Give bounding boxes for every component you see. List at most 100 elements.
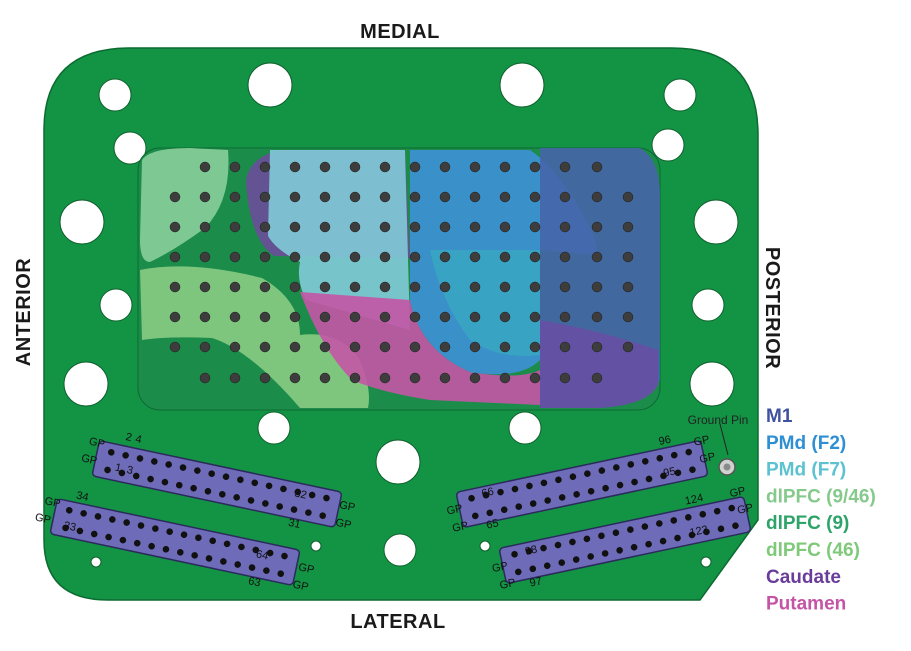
connector-pin xyxy=(132,472,140,480)
electrode-site xyxy=(469,221,481,233)
electrode-site xyxy=(259,311,271,323)
mounting-hole xyxy=(59,199,105,245)
electrode-site xyxy=(439,372,451,384)
connector-label: 31 xyxy=(287,517,301,531)
connector-pin xyxy=(689,466,696,474)
electrode-site xyxy=(439,221,451,233)
connector-pin xyxy=(598,532,605,540)
electrode-site xyxy=(349,341,361,353)
electrode-site xyxy=(229,161,241,173)
connector-pin xyxy=(208,470,215,477)
connector-label: 34 xyxy=(75,490,89,504)
electrode-site xyxy=(469,311,481,323)
electrode-site xyxy=(259,221,271,233)
connector-pin xyxy=(220,558,227,565)
region-dlpfc-46 xyxy=(140,266,369,408)
connector-pin xyxy=(587,487,595,495)
electrode-site xyxy=(499,221,511,233)
connector-label: GP xyxy=(334,517,352,532)
electrode-site xyxy=(289,251,301,263)
connector-label: GP xyxy=(34,512,52,527)
connector-pin xyxy=(262,500,269,507)
electrode-site xyxy=(529,221,541,233)
electrode-site xyxy=(439,191,451,203)
connector-pin xyxy=(237,476,244,484)
connector-pin xyxy=(471,512,479,520)
electrode-site xyxy=(469,191,481,203)
electrode-site xyxy=(622,341,634,353)
electrode-site xyxy=(559,372,571,384)
electrode-site xyxy=(559,191,571,203)
connector-label: GP xyxy=(292,579,310,594)
electrode-site xyxy=(199,372,211,384)
electrode-site xyxy=(169,251,181,263)
electrode-site xyxy=(409,161,421,173)
connector-label: 1 xyxy=(114,462,122,475)
connector-label: GP xyxy=(297,561,315,576)
connector-pin xyxy=(308,491,316,499)
electrode-site xyxy=(289,281,301,293)
electrode-site xyxy=(469,341,481,353)
connector-pin xyxy=(529,500,537,507)
connector-pin xyxy=(222,473,230,481)
electrode-site xyxy=(529,311,541,323)
mounting-hole xyxy=(651,128,685,162)
connector-pin xyxy=(584,470,591,477)
electrode-site xyxy=(409,281,421,293)
connector-pin xyxy=(147,475,154,483)
electrode-site xyxy=(379,191,391,203)
connector-label: 32 xyxy=(293,487,307,501)
electrode-site xyxy=(229,311,241,323)
electrode-site xyxy=(349,372,361,384)
connector-pin xyxy=(554,541,562,549)
electrode-site xyxy=(469,251,481,263)
connector-pin xyxy=(515,503,523,510)
connector-pin xyxy=(234,561,241,568)
connector-pin xyxy=(569,473,577,481)
electrode-site xyxy=(499,281,511,293)
connector-pin xyxy=(105,533,112,541)
electrode-site xyxy=(409,311,421,323)
electrode-site xyxy=(289,191,301,203)
electrode-site xyxy=(529,341,541,353)
connector-pin xyxy=(219,491,226,498)
electrode-site xyxy=(289,221,301,233)
electrode-site xyxy=(349,191,361,203)
mounting-hole xyxy=(691,288,725,322)
electrode-site xyxy=(591,221,603,233)
connector-pin xyxy=(195,534,202,542)
mounting-hole xyxy=(99,288,133,322)
connector-pin xyxy=(660,472,667,480)
electrode-site xyxy=(349,311,361,323)
medial-label: MEDIAL xyxy=(360,21,440,43)
connector-pin xyxy=(266,549,274,557)
connector-pin xyxy=(177,549,184,556)
connector-label: 66 xyxy=(481,486,495,500)
electrode-site xyxy=(199,341,211,353)
mounting-hole xyxy=(700,556,712,568)
connector-pin xyxy=(685,448,693,456)
connector-pin xyxy=(118,469,126,477)
electrode-site xyxy=(229,372,241,384)
mounting-holes xyxy=(59,62,739,568)
electrode-site xyxy=(349,221,361,233)
connector-pin xyxy=(645,475,653,483)
connector-pin xyxy=(323,494,330,502)
legend-item: dlPFC (9/46) xyxy=(766,486,876,507)
electrode-site xyxy=(622,311,634,323)
connector-pin xyxy=(630,543,638,551)
connector-label: 98 xyxy=(524,544,538,558)
connector-pin xyxy=(162,545,170,553)
connector-pin xyxy=(180,531,188,539)
electrode-site xyxy=(289,341,301,353)
electrode-site xyxy=(319,311,331,323)
connector-pin xyxy=(544,497,551,504)
connector-label: GP xyxy=(499,577,517,592)
connector-pin xyxy=(627,461,635,468)
connector-pin xyxy=(251,479,259,487)
connector-label: GP xyxy=(693,434,711,449)
electrode-site xyxy=(622,281,634,293)
